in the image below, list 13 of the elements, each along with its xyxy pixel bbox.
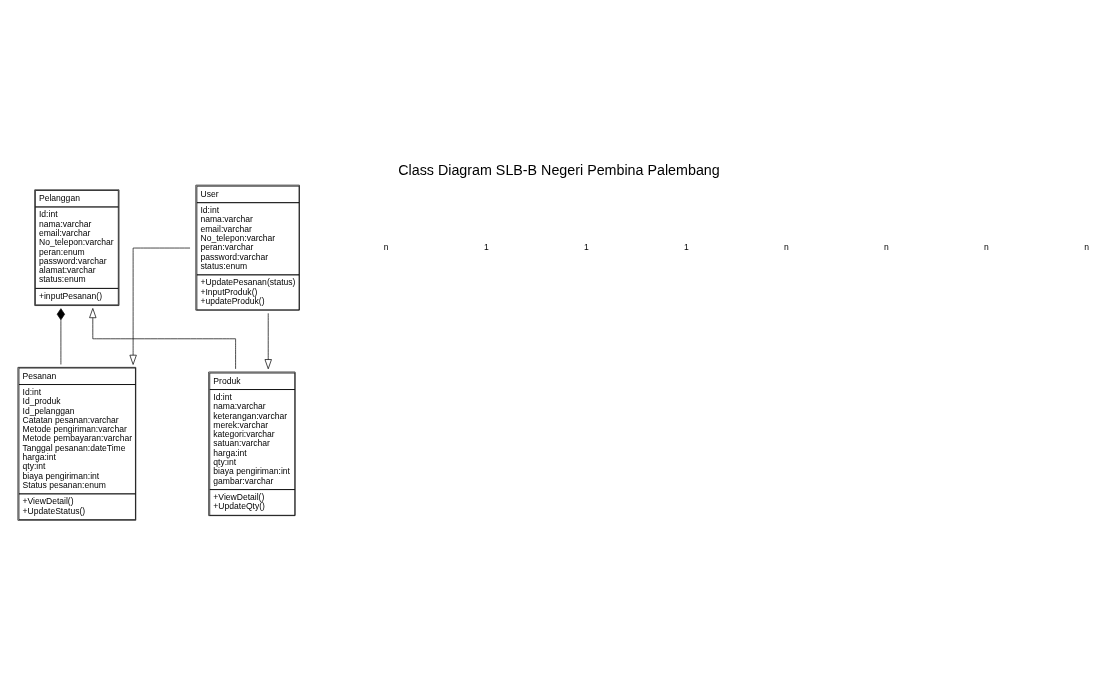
label: n <box>1084 241 1089 252</box>
arrow <box>89 308 236 370</box>
diagram-title: Class Diagram SLB-B Negeri Pembina Palembang <box>398 162 720 179</box>
arrow <box>129 247 191 365</box>
label: n <box>884 241 889 252</box>
label: n <box>784 241 789 252</box>
label: 1 <box>483 241 489 252</box>
arrow <box>264 312 272 370</box>
label: n <box>984 241 989 252</box>
label: 1 <box>683 241 689 252</box>
label: 1 <box>583 241 589 252</box>
connector <box>56 308 65 365</box>
label: n <box>383 241 389 252</box>
